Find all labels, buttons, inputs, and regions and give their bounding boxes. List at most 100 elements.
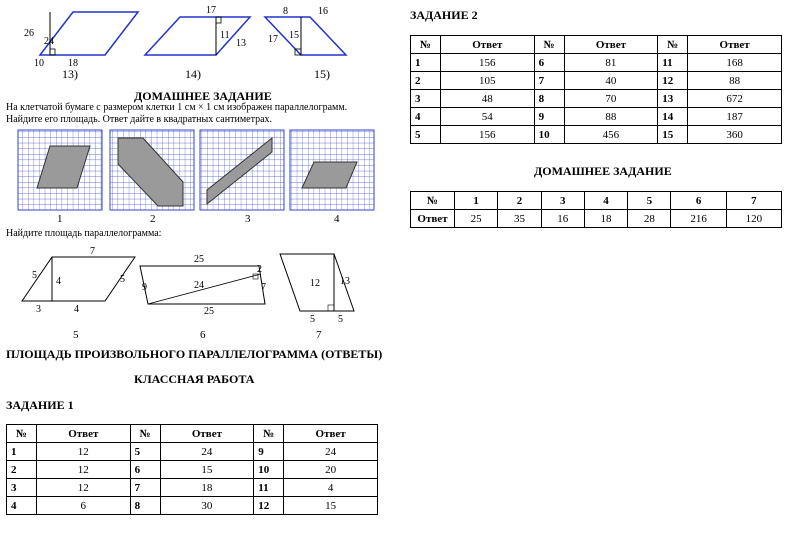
task1-cell: 30 xyxy=(159,496,255,515)
task2-h3: Ответ xyxy=(563,35,659,54)
task2-h0: № xyxy=(410,35,441,54)
task2-cell: 40 xyxy=(563,71,659,90)
task2-cell: 8 xyxy=(533,89,565,108)
hw-cell: 35 xyxy=(497,209,542,228)
task1-title: ЗАДАНИЕ 1 xyxy=(6,398,74,412)
task1-cell: 4 xyxy=(283,478,378,497)
f15-v1: 8 xyxy=(283,6,288,17)
figure-7: 12 13 5 5 7 xyxy=(279,253,355,341)
task1-cell: 5 xyxy=(129,442,161,461)
hw-cell: 16 xyxy=(540,209,585,228)
f5-height: 4 xyxy=(56,276,61,287)
table-row: 3 48 8 70 13 672 xyxy=(410,89,782,108)
task2-cell: 7 xyxy=(533,71,565,90)
table-row: 2 12 6 15 10 20 xyxy=(6,460,378,479)
task2-cell: 14 xyxy=(657,107,689,126)
grid-3 xyxy=(199,129,285,211)
task2-h2: № xyxy=(533,35,565,54)
task2-cell: 1 xyxy=(410,53,441,72)
task2-cell: 3 xyxy=(410,89,441,108)
table-row: 2 105 7 40 12 88 xyxy=(410,71,782,90)
homework-text-1: На клетчатой бумаге с размером клетки 1 … xyxy=(6,102,348,113)
task1-h2: № xyxy=(129,424,161,443)
task1-table: № Ответ № Ответ № Ответ 1 12 5 24 9 24 2… xyxy=(6,424,378,515)
task1-cell: 24 xyxy=(159,442,255,461)
task2-cell: 11 xyxy=(657,53,689,72)
task1-cell: 12 xyxy=(253,496,285,515)
task2-h1: Ответ xyxy=(439,35,535,54)
table-row: 4 54 9 88 14 187 xyxy=(410,107,782,126)
f15-label: 15) xyxy=(314,67,330,81)
task1-cell: 6 xyxy=(129,460,161,479)
f14-v2: 11 xyxy=(220,30,230,41)
task1-cell: 7 xyxy=(129,478,161,497)
homework-text-3: Найдите площадь параллелограмма: xyxy=(6,228,162,239)
figure-5: 7 5 4 5 3 4 5 xyxy=(21,246,136,341)
task2-cell: 10 xyxy=(533,125,565,144)
f7-b2: 5 xyxy=(338,314,343,325)
f6-r2: 7 xyxy=(261,282,266,293)
homework-text-2: Найдите его площадь. Ответ дайте в квадр… xyxy=(6,114,273,125)
f7-b1: 5 xyxy=(310,314,315,325)
task2-h5: Ответ xyxy=(687,35,782,54)
f5-b1: 3 xyxy=(36,304,41,315)
task2-cell: 672 xyxy=(687,89,782,108)
homework-answers-table: № 1 2 3 4 5 6 7 Ответ 25 35 16 18 28 216… xyxy=(410,191,783,228)
bottom-figures: 7 5 4 5 3 4 5 25 9 24 2 7 25 6 12 13 5 5… xyxy=(21,246,355,341)
f13-v4: 18 xyxy=(68,58,78,69)
homework-answers-title: ДОМАШНЕЕ ЗАДАНИЕ xyxy=(534,164,672,178)
f14-v1: 17 xyxy=(206,5,216,16)
task2-cell: 4 xyxy=(410,107,441,126)
task1-cell: 8 xyxy=(129,496,161,515)
hw-cell: 1 xyxy=(453,191,499,210)
hw-cell: 28 xyxy=(627,209,672,228)
task1-header-row: № Ответ № Ответ № Ответ xyxy=(6,424,378,443)
task2-cell: 54 xyxy=(439,107,535,126)
task1-cell: 12 xyxy=(35,460,131,479)
grid-label-4: 4 xyxy=(334,213,340,225)
f15-v3: 17 xyxy=(268,34,278,45)
f6-diag: 24 xyxy=(194,280,204,291)
hw-cell: 5 xyxy=(627,191,672,210)
hw-cell: 6 xyxy=(670,191,727,210)
task1-h5: Ответ xyxy=(283,424,378,443)
top-figures: 26 24 10 18 13) 17 11 13 14) 8 16 17 15 … xyxy=(24,5,348,81)
hw-cell: 2 xyxy=(497,191,542,210)
f15-v2: 16 xyxy=(318,6,328,17)
hw-cell: 3 xyxy=(540,191,585,210)
f14-v3: 13 xyxy=(236,38,246,49)
f6-bottom: 25 xyxy=(204,306,214,317)
task1-h0: № xyxy=(6,424,37,443)
task1-cell: 20 xyxy=(283,460,378,479)
task2-cell: 2 xyxy=(410,71,441,90)
f7-side: 13 xyxy=(340,276,350,287)
task1-h4: № xyxy=(253,424,285,443)
task2-title: ЗАДАНИЕ 2 xyxy=(410,8,478,22)
f13-v2: 24 xyxy=(44,36,54,47)
task2-cell: 168 xyxy=(687,53,782,72)
task2-cell: 13 xyxy=(657,89,689,108)
hw-cell: 25 xyxy=(453,209,499,228)
f6-label: 6 xyxy=(200,329,206,341)
task2-cell: 88 xyxy=(687,71,782,90)
f7-h: 12 xyxy=(310,278,320,289)
task1-cell: 18 xyxy=(159,478,255,497)
task2-cell: 88 xyxy=(563,107,659,126)
grid-figures: 1 2 3 4 xyxy=(17,129,375,225)
task2-cell: 12 xyxy=(657,71,689,90)
hw-cell: 7 xyxy=(725,191,783,210)
task1-cell: 6 xyxy=(35,496,131,515)
f5-label: 5 xyxy=(73,329,79,341)
task1-cell: 12 xyxy=(35,478,131,497)
grid-2 xyxy=(109,129,195,211)
task1-cell: 3 xyxy=(6,478,37,497)
task1-cell: 11 xyxy=(253,478,285,497)
task2-cell: 81 xyxy=(563,53,659,72)
f13-v3: 10 xyxy=(34,58,44,69)
task2-cell: 5 xyxy=(410,125,441,144)
grid-label-1: 1 xyxy=(57,213,63,225)
table-row: № 1 2 3 4 5 6 7 xyxy=(410,191,783,210)
task1-cell: 15 xyxy=(283,496,378,515)
f5-right: 5 xyxy=(120,274,125,285)
figure-13: 26 24 10 18 13) xyxy=(24,11,140,81)
